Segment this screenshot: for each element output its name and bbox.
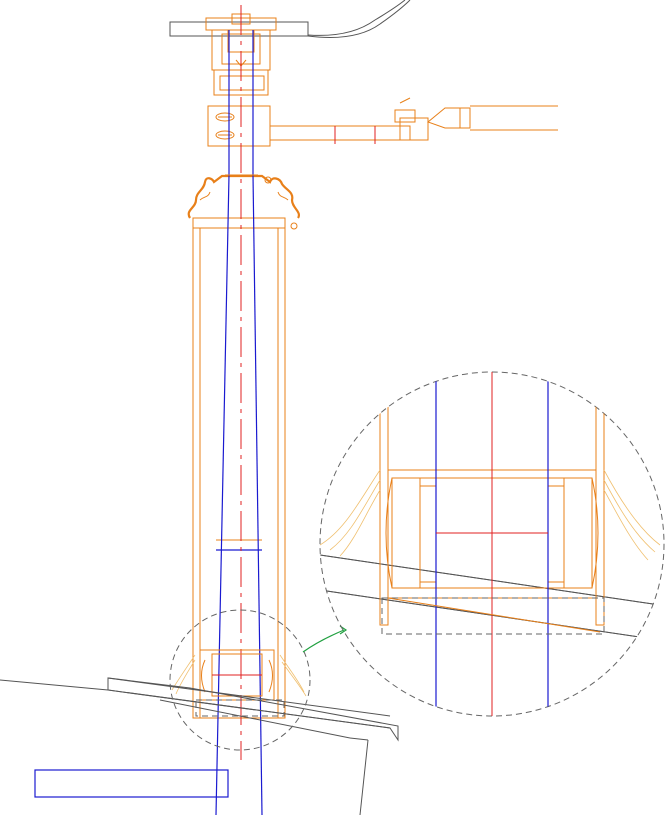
side-arm <box>269 97 558 144</box>
detail-circle-small <box>169 609 311 751</box>
base-plate <box>34 769 229 798</box>
top-ceiling-slab <box>169 0 411 38</box>
casing-tube <box>192 217 286 719</box>
detail-leader <box>302 629 345 653</box>
flexible-collar <box>187 174 300 230</box>
tapered-shaft <box>215 30 263 815</box>
flex-lines-small <box>171 654 307 697</box>
clamp-block <box>207 105 271 147</box>
bearing-small <box>199 649 275 701</box>
detail-view-large <box>319 371 665 717</box>
floor-slab <box>0 677 399 815</box>
dashed-outline <box>195 699 285 717</box>
